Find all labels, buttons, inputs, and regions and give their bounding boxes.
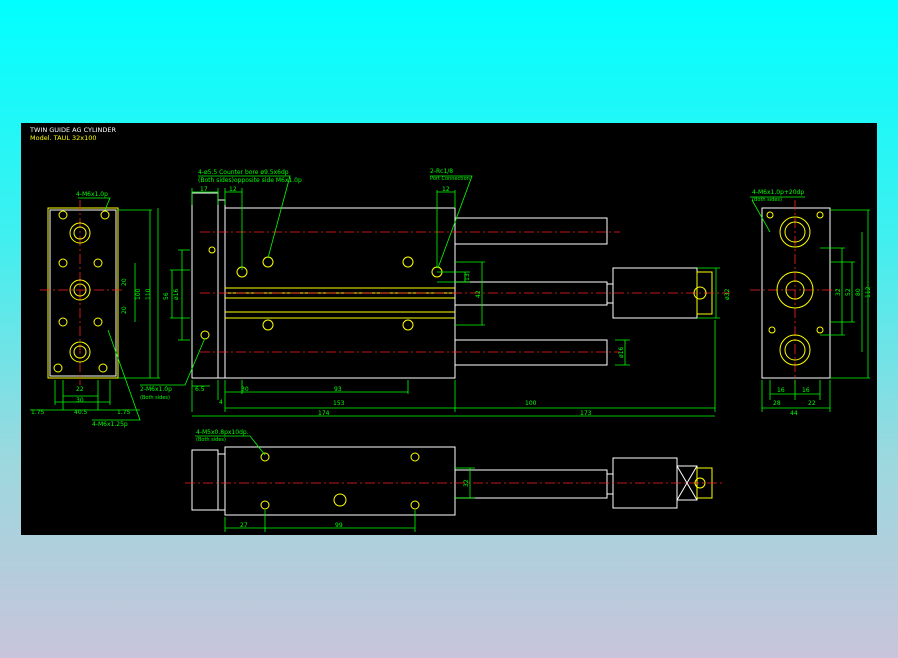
side-tap-label: 2-M6x1.0p — [140, 386, 172, 393]
dim-100b: 100 — [525, 400, 537, 407]
dim-93: 93 — [334, 386, 342, 393]
counterbore-note: (Both sides)opposite side M6x1.0p — [198, 177, 302, 184]
dim-173: 173 — [580, 410, 592, 417]
dim-27: 27 — [240, 522, 248, 529]
dim-56: 56 — [163, 292, 170, 300]
left-end-view — [30, 197, 160, 421]
dim-12a: 12 — [229, 186, 237, 193]
bottom-tap-label: 4-M5x0.8px10dp. — [196, 429, 249, 436]
dim-phi16: ø16 — [173, 289, 180, 300]
dim-22b: 22 — [808, 400, 816, 407]
dim-17: 17 — [200, 186, 208, 193]
dim-30: 30 — [76, 397, 84, 404]
dim-44: 44 — [790, 410, 798, 417]
dim-12b: 12 — [442, 186, 450, 193]
dim-16b: 16 — [802, 387, 810, 394]
dim-20a: 20 — [121, 278, 128, 286]
dim-1-75b: 1.75 — [117, 409, 131, 416]
dim-30b: 30 — [241, 386, 249, 393]
dim-22: 22 — [76, 386, 84, 393]
dim-32: 32 — [835, 288, 842, 296]
drawing-canvas — [21, 123, 877, 535]
dim-28: 28 — [773, 400, 781, 407]
dim-80: 80 — [855, 288, 862, 296]
left-bottom-tap-label: 4-M6x1.25p — [92, 421, 128, 428]
dim-110: 110 — [145, 288, 152, 300]
dim-20b: 20 — [121, 306, 128, 314]
model-label: Model. TAUL 32x100 — [30, 134, 97, 142]
bottom-view — [185, 435, 725, 532]
dim-99: 99 — [335, 522, 343, 529]
dim-174: 174 — [318, 410, 330, 417]
dim-100: 100 — [135, 288, 142, 300]
dim-phi32: ø32 — [724, 289, 731, 300]
right-tap-note: (Both sides) — [752, 197, 782, 203]
dim-4: 4 — [219, 399, 223, 406]
dim-52: 52 — [845, 288, 852, 296]
right-tap-label: 4-M6x1.0p+20dp — [752, 189, 804, 196]
side-tap-note: (Both sides) — [140, 395, 170, 401]
left-tap-label: 4-M6x1.0p — [76, 191, 108, 198]
dim-112: 112 — [865, 286, 872, 298]
dim-phi16-rod: ø16 — [618, 347, 625, 358]
port-note: Port Connection — [430, 176, 470, 182]
dim-1-75a: 1.75 — [31, 409, 45, 416]
dim-40-5: 40.5 — [74, 409, 88, 416]
side-view — [140, 175, 730, 417]
drawing-title: TWIN GUIDE AG CYLINDER — [29, 126, 116, 134]
dim-6-5: 6.5 — [195, 386, 205, 393]
right-end-view — [750, 196, 870, 412]
dim-13: 13 — [464, 273, 471, 281]
dim-16a: 16 — [777, 387, 785, 394]
dim-32b: 32 — [463, 479, 470, 487]
port-label: 2-Rc1/8 — [430, 168, 453, 175]
dim-42: 42 — [475, 290, 482, 298]
dim-153: 153 — [333, 400, 345, 407]
counterbore-label: 4-ø5.5 Counter bore ø9.5x6dp — [198, 169, 289, 176]
bottom-tap-note: (Both sides) — [196, 437, 226, 443]
